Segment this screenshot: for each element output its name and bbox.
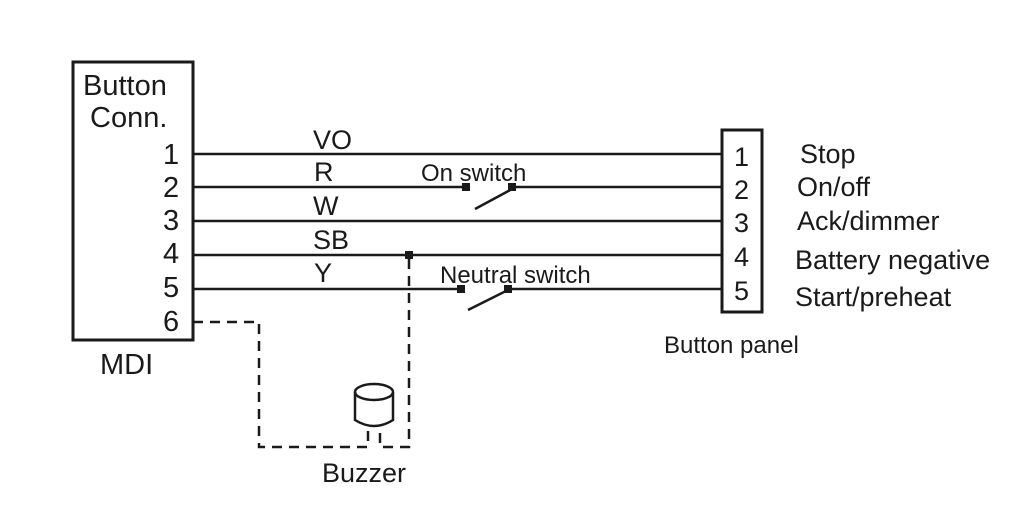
wire-label-r: R xyxy=(314,157,334,187)
buzzer-wire-sb xyxy=(378,259,411,449)
mdi-caption: MDI xyxy=(100,349,153,381)
wire-label-vo: VO xyxy=(313,125,352,155)
panel-pin-3: 3 xyxy=(734,208,749,238)
function-on-off: On/off xyxy=(797,172,871,202)
button-panel-caption: Button panel xyxy=(664,332,799,359)
buzzer-junction xyxy=(405,251,413,259)
mdi-pin-4: 4 xyxy=(163,238,179,270)
buzzer-icon xyxy=(353,382,395,428)
on-switch-contact-left xyxy=(462,183,470,191)
panel-pin-4: 4 xyxy=(734,242,749,272)
neutral-switch-blade xyxy=(467,287,511,312)
mdi-pin-6: 6 xyxy=(163,306,179,338)
function-ack-dimmer: Ack/dimmer xyxy=(797,206,940,236)
panel-pin-5: 5 xyxy=(734,276,749,306)
wire-label-w: W xyxy=(313,191,339,221)
mdi-pin-3: 3 xyxy=(163,205,179,237)
mdi-header-line2: Conn. xyxy=(90,102,167,134)
panel-pin-1: 1 xyxy=(734,142,749,172)
panel-pin-2: 2 xyxy=(734,175,749,205)
wire-label-y: Y xyxy=(314,258,332,288)
function-stop: Stop xyxy=(800,139,856,169)
on-switch-blade xyxy=(474,186,515,211)
neutral-switch-contact-left xyxy=(457,285,465,293)
neutral-switch-label: Neutral switch xyxy=(440,262,591,289)
on-switch-contact-right xyxy=(508,183,516,191)
mdi-header-line1: Button xyxy=(83,70,167,102)
function-battery-negative: Battery negative xyxy=(795,245,990,275)
on-switch-label: On switch xyxy=(421,160,526,187)
wire-label-sb: SB xyxy=(313,225,349,255)
function-start-preheat: Start/preheat xyxy=(795,282,952,312)
mdi-pin-1: 1 xyxy=(163,139,179,171)
mdi-pin-2: 2 xyxy=(163,172,179,204)
mdi-connector-box xyxy=(71,60,195,342)
buzzer-label: Buzzer xyxy=(322,458,406,488)
mdi-pin-5: 5 xyxy=(163,272,179,304)
buzzer-wire-pin6 xyxy=(193,320,370,449)
